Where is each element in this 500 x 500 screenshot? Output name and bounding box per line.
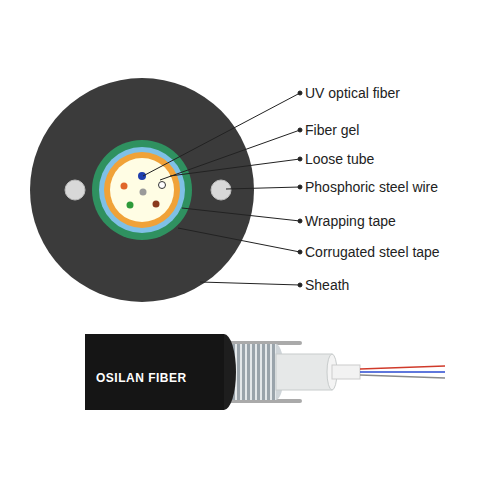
- leader-line: [178, 228, 300, 252]
- part-label: Sheath: [305, 276, 349, 294]
- leader-line: [160, 130, 300, 180]
- leader-line: [170, 159, 300, 176]
- leader-line: [226, 187, 300, 189]
- part-label: Wrapping tape: [305, 212, 396, 230]
- side-view: [85, 334, 445, 410]
- part-label: Phosphoric steel wire: [305, 178, 438, 196]
- leader-dot: [298, 91, 302, 95]
- optical-fiber: [360, 366, 445, 369]
- leader-line: [182, 208, 300, 221]
- sheath: [85, 334, 224, 410]
- leader-dot: [298, 250, 302, 254]
- part-label: Fiber gel: [305, 121, 359, 139]
- leader-dot: [298, 128, 302, 132]
- leader-line: [143, 93, 300, 176]
- optical-fiber: [159, 182, 166, 189]
- optical-fiber: [360, 375, 445, 378]
- leader-dot: [298, 157, 302, 161]
- optical-fiber: [360, 371, 445, 373]
- leader-dot: [298, 185, 302, 189]
- leader-dot: [298, 219, 302, 223]
- optical-fiber: [140, 189, 147, 196]
- leader-lines: [143, 91, 302, 287]
- part-label: UV optical fiber: [305, 84, 400, 102]
- loose-tube: [332, 365, 360, 379]
- optical-fiber: [127, 202, 134, 209]
- leader-dot: [298, 283, 302, 287]
- part-label: Loose tube: [305, 150, 374, 168]
- optical-fiber: [138, 172, 146, 180]
- fiber-gel: [110, 158, 174, 222]
- cross-section: [30, 78, 254, 302]
- part-label: Corrugated steel tape: [305, 243, 440, 261]
- brand-print: OSILAN FIBER: [96, 369, 187, 387]
- loose-tube-ring: [104, 152, 180, 228]
- sheath-ring: [30, 78, 254, 302]
- steel-wire: [211, 180, 231, 200]
- leader-line: [200, 282, 300, 285]
- wrapping-tape: [276, 354, 332, 390]
- optical-fiber: [121, 183, 128, 190]
- steel-wire: [65, 180, 85, 200]
- optical-fiber: [153, 201, 160, 208]
- wrapping-tape-ring: [99, 147, 185, 233]
- corrugated-steel-tape-ring: [92, 140, 192, 240]
